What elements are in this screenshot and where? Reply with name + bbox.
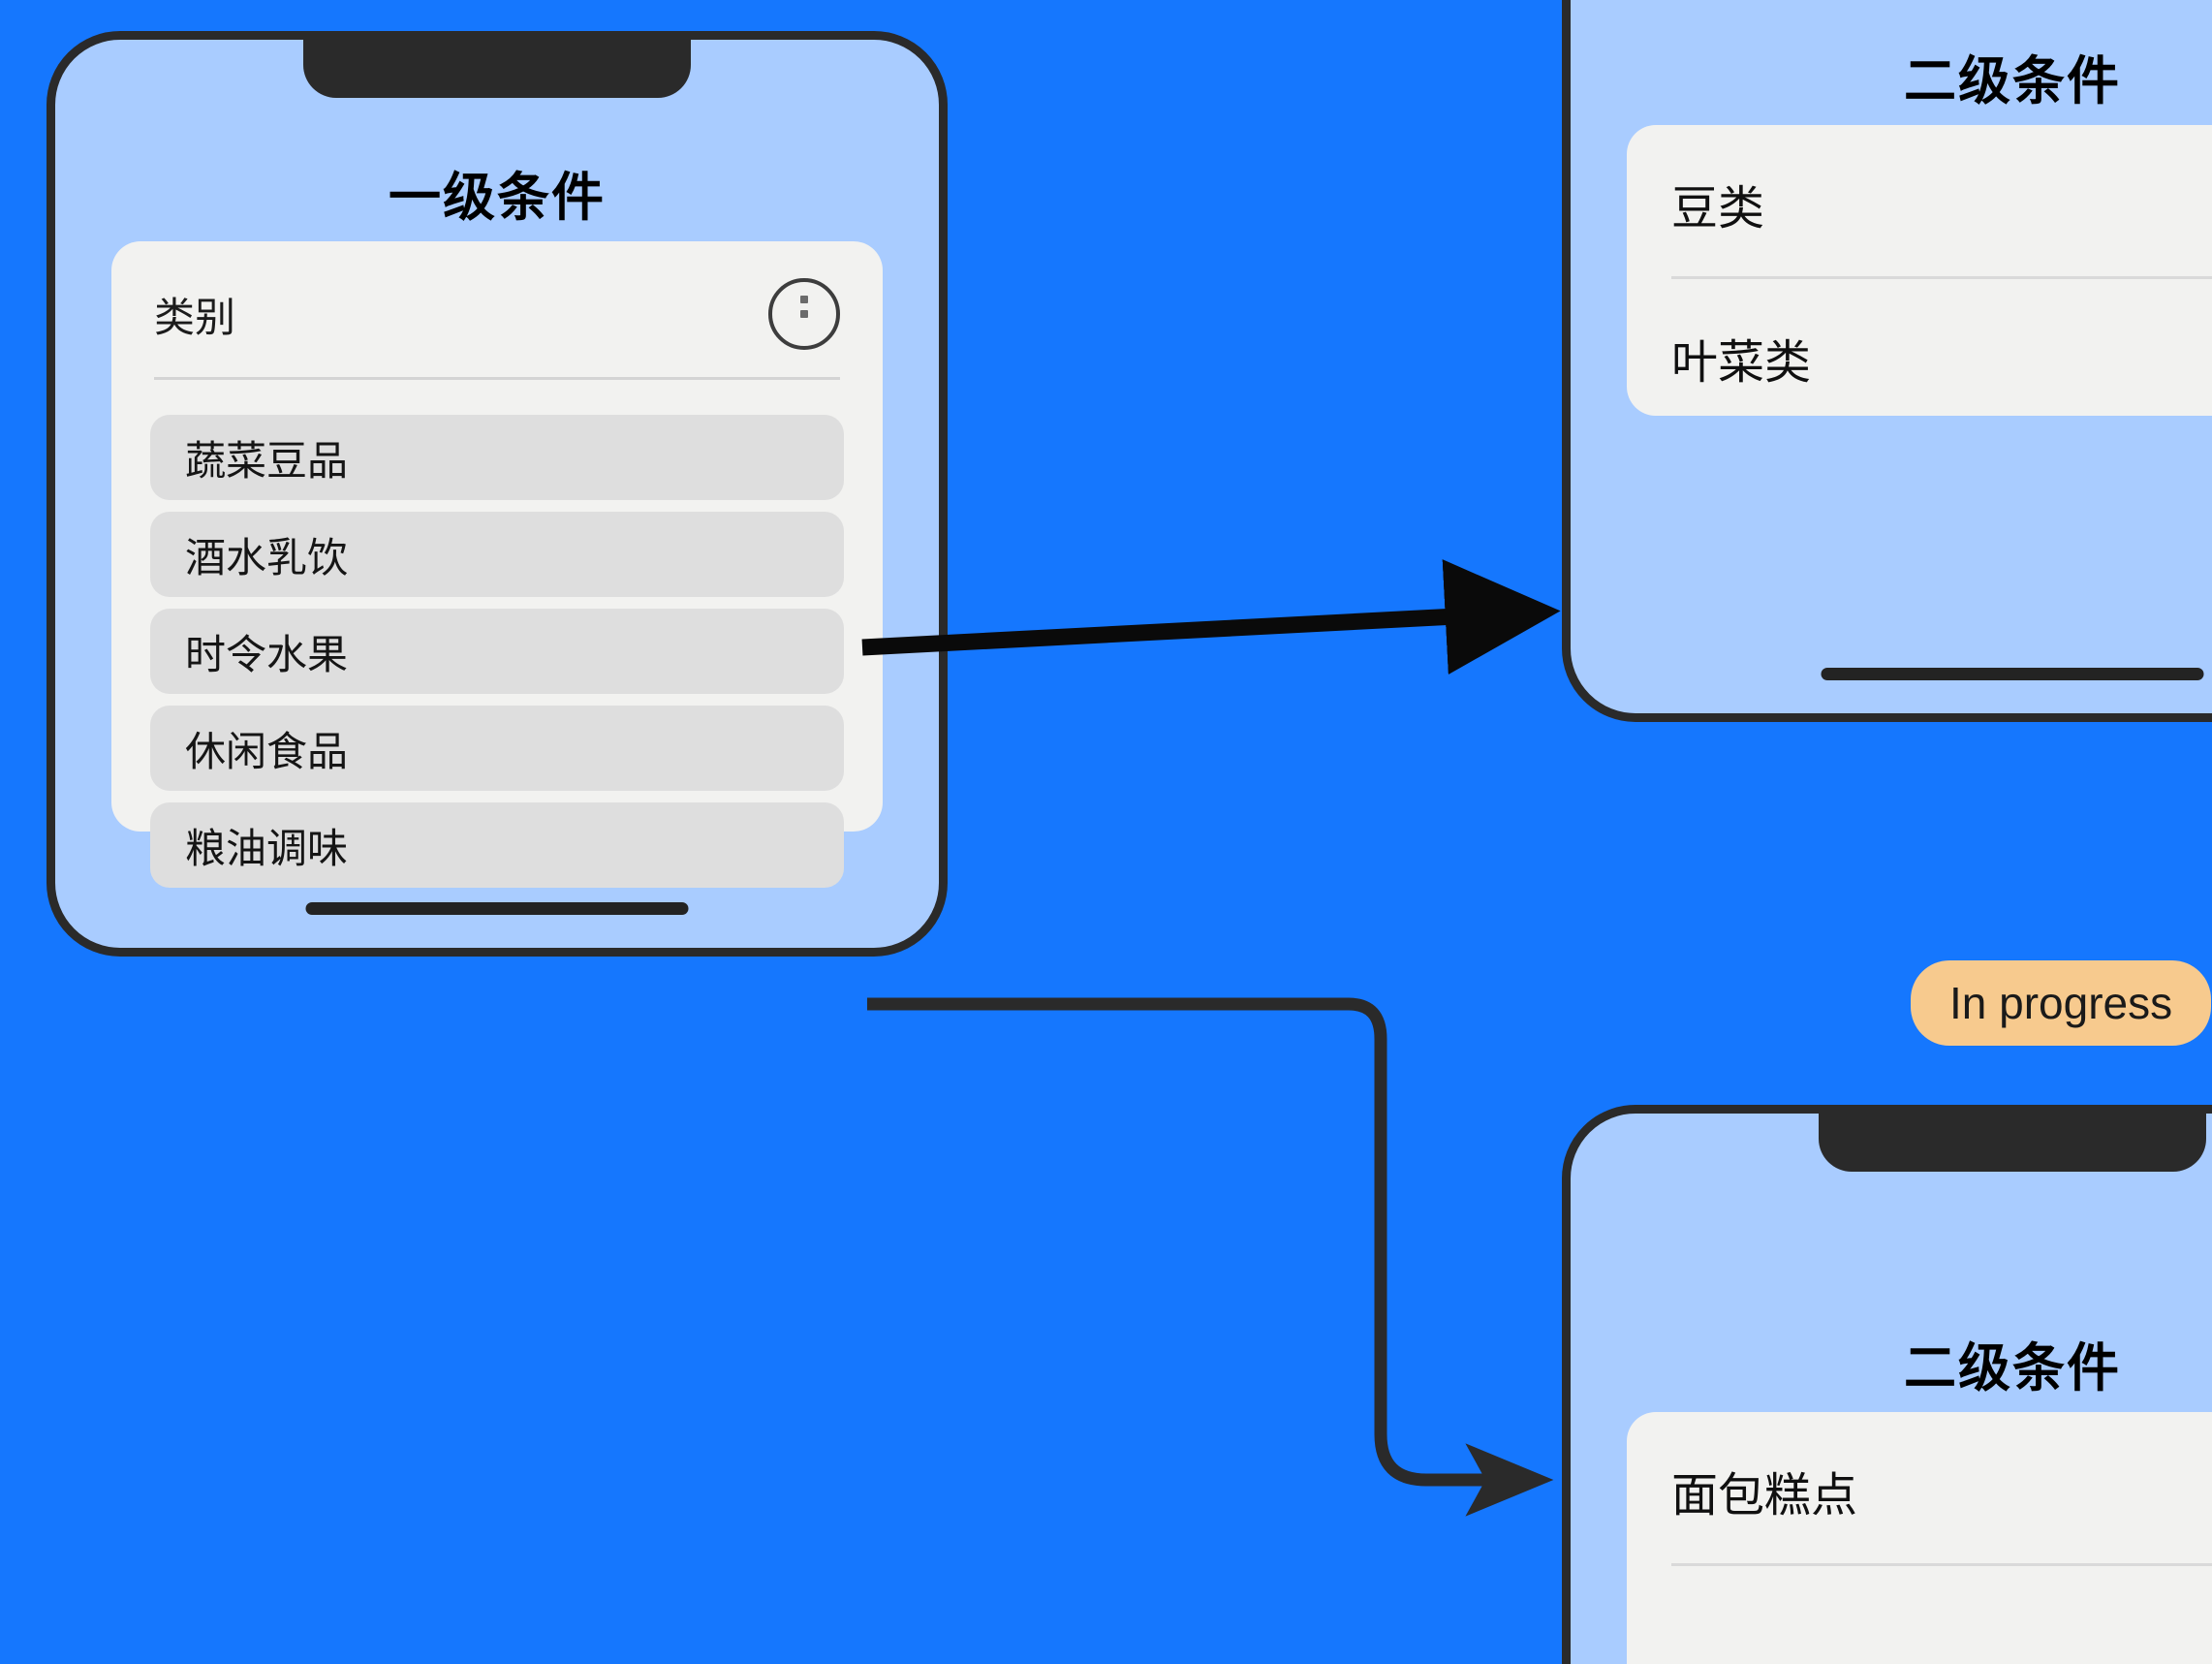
screen-title-secondary-bottom: 二级条件 xyxy=(1904,1339,2121,1397)
secondary-card-top: 豆类 叶菜类 xyxy=(1627,125,2212,416)
card-divider xyxy=(154,377,840,380)
status-badge-label: In progress xyxy=(1949,978,2173,1028)
card-header: 类别 xyxy=(111,241,883,350)
list-item[interactable]: 粮油调味 xyxy=(150,802,844,888)
phone-secondary-condition-top: 二级条件 豆类 叶菜类 xyxy=(1562,0,2212,722)
status-badge: In progress xyxy=(1911,960,2212,1046)
list-item[interactable]: 时令水果 xyxy=(150,609,844,694)
list-item[interactable]: 休闲食品 xyxy=(150,706,844,791)
list-item[interactable]: 豆类 xyxy=(1671,183,1765,235)
list-item[interactable]: 酒水乳饮 xyxy=(150,512,844,597)
screen-title-primary: 一级条件 xyxy=(389,169,606,227)
card-label: 类别 xyxy=(154,294,236,340)
secondary-row-list-bottom: 面包糕点 xyxy=(1627,1412,2212,1664)
home-indicator xyxy=(1821,668,2204,680)
screen-title-secondary-top: 二级条件 xyxy=(1904,52,2121,110)
secondary-row-list-top: 豆类 叶菜类 xyxy=(1627,125,2212,430)
connector-elbow xyxy=(867,997,1554,1517)
list-item[interactable]: 面包糕点 xyxy=(1671,1470,1858,1522)
category-card: 类别 蔬菜豆品 酒水乳饮 时令水果 休闲食品 粮油调味 xyxy=(111,241,883,888)
list-item[interactable]: 叶菜类 xyxy=(1671,276,2212,430)
secondary-card-bottom: 面包糕点 xyxy=(1627,1412,2212,1664)
category-chip-list: 蔬菜豆品 酒水乳饮 时令水果 休闲食品 粮油调味 xyxy=(111,380,883,926)
phone-primary-condition: 一级条件 类别 蔬菜豆品 酒水乳饮 时令水果 休闲食品 粮油调味 xyxy=(47,31,948,957)
phone-notch xyxy=(1819,1114,2206,1172)
list-item[interactable]: 蔬菜豆品 xyxy=(150,415,844,500)
kebab-menu-icon[interactable] xyxy=(768,278,840,350)
connector-straight xyxy=(861,559,1561,675)
phone-secondary-condition-bottom: 二级条件 面包糕点 xyxy=(1562,1105,2212,1664)
list-item xyxy=(1671,1563,2212,1664)
home-indicator xyxy=(305,902,689,915)
phone-notch xyxy=(303,40,691,98)
